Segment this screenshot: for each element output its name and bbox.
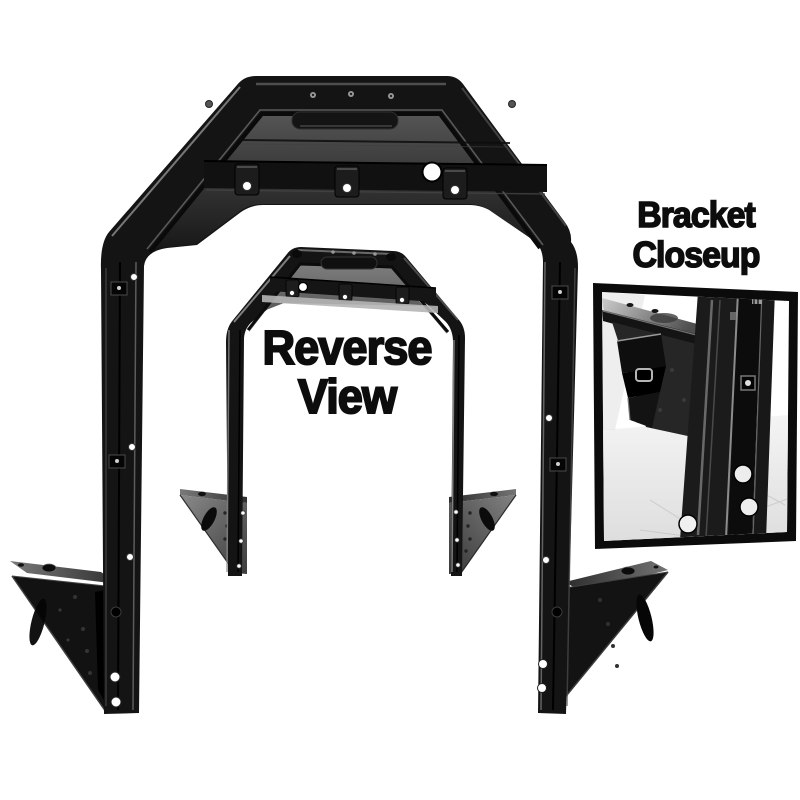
channel-hole <box>733 464 753 484</box>
closeup-latch-clip <box>616 333 666 428</box>
bracket-slot <box>29 598 47 646</box>
bracket-bolt-hole <box>41 563 57 573</box>
mounting-rail <box>269 276 437 305</box>
bracket-slot <box>479 507 495 531</box>
mounting-tab <box>334 165 360 198</box>
bracket-closeup-label-line2: Closeup <box>632 234 761 276</box>
closeup-channel <box>678 292 775 540</box>
reverse-right-wing-bracket <box>449 489 517 574</box>
bracket-slot <box>201 507 217 531</box>
bracket-bolt-hole <box>620 566 636 576</box>
right-leg-details <box>451 334 461 573</box>
front-view-frame <box>100 76 579 714</box>
reverse-view-label-line1: Reverse <box>262 322 434 375</box>
mounting-tab <box>234 163 260 196</box>
channel-hole <box>739 497 759 517</box>
left-leg-details <box>226 329 246 573</box>
bracket-closeup-label: Bracket Closeup <box>602 194 790 276</box>
panel-stamping <box>320 256 378 270</box>
bracket-closeup-inset <box>593 283 798 549</box>
mounting-rail <box>203 160 548 200</box>
panel-stamping <box>291 111 399 130</box>
bracket-slot <box>636 594 654 642</box>
reverse-view-label: Reverse View <box>206 322 488 424</box>
reverse-view-label-line2: View <box>297 371 398 424</box>
right-leg-details <box>537 261 569 711</box>
closeup-photo <box>602 292 789 541</box>
rail-hole <box>421 161 443 183</box>
reverse-view-frame <box>226 247 465 576</box>
mounting-tab <box>442 167 468 200</box>
rim-rivets <box>205 91 516 108</box>
bracket-closeup-label-line1: Bracket <box>636 194 756 236</box>
channel-hole <box>678 514 698 534</box>
rail-hole <box>297 281 309 293</box>
left-leg-details <box>108 261 138 711</box>
